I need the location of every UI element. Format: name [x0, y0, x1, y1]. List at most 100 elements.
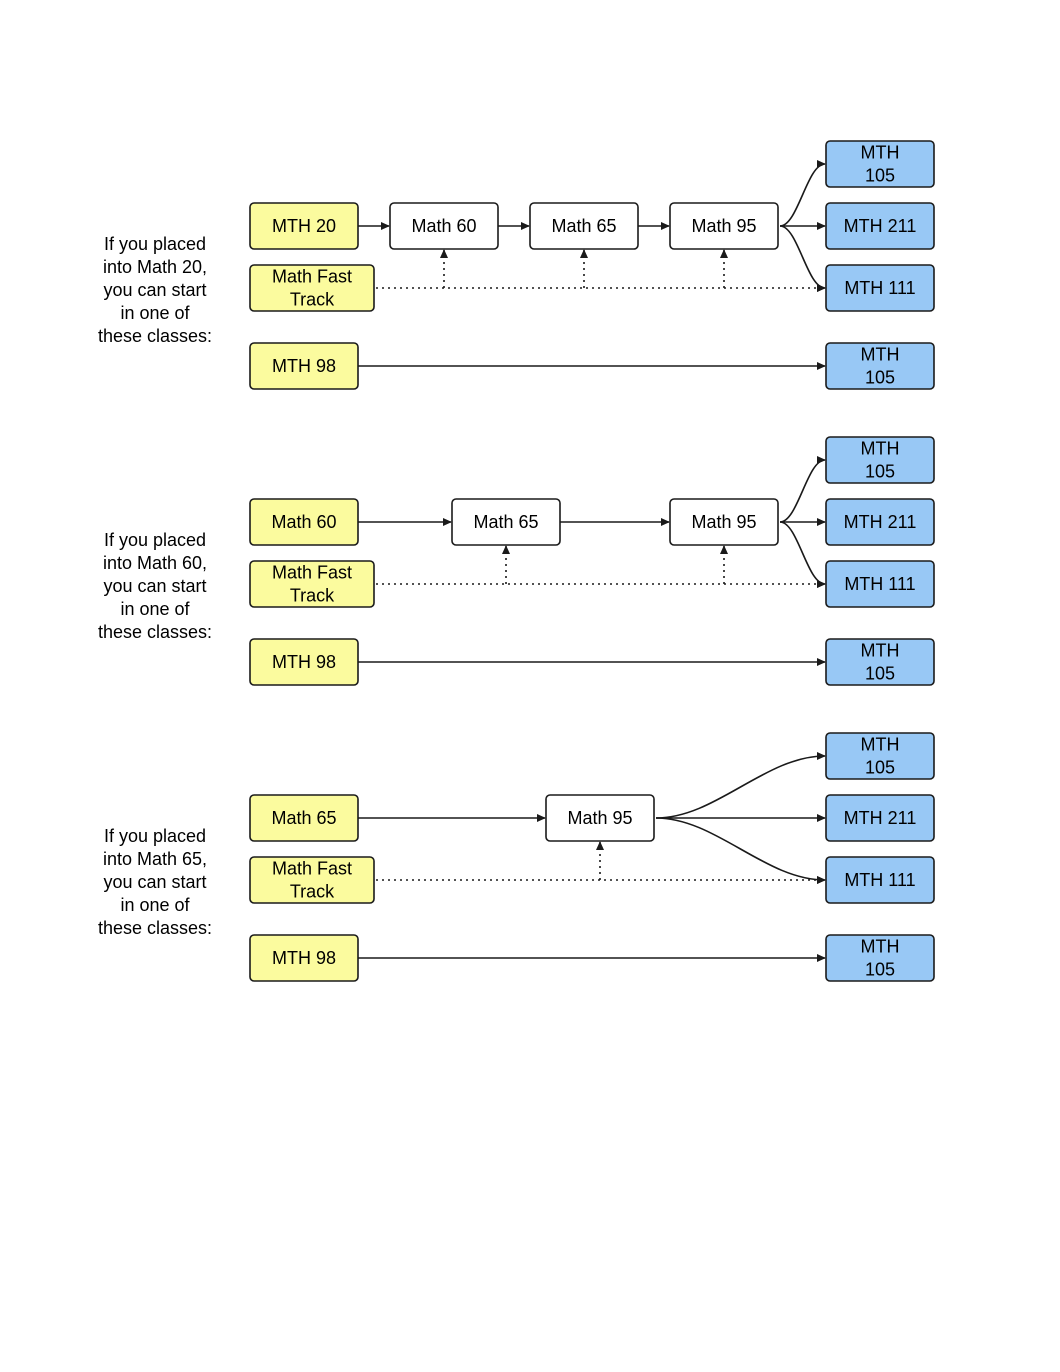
section-2-start-2-label-2: Track: [290, 586, 335, 606]
section-2-start-1-rect: [249, 498, 359, 546]
section-2-start-3: MTH 98: [249, 638, 359, 686]
section-2-intro-line-4: in one of: [120, 599, 190, 619]
section-2-intro-line-5: these classes:: [97, 622, 213, 642]
section-1-target-1: MTH 105: [825, 140, 935, 188]
section-2-target-4-label-1: MTH: [861, 641, 900, 661]
section-2-intro-line-3: you can start: [103, 576, 207, 596]
section-2-target-2-rect: [825, 498, 935, 546]
section-2-course-2-label-1: Math 95: [691, 512, 756, 532]
section-3-start-2-label-1: Math Fast: [272, 859, 352, 879]
section-2-target-2-label-1: MTH 211: [844, 512, 917, 532]
section-3-start-2-label-2: Track: [290, 882, 335, 902]
section-2-start-2-label-1: Math Fast: [272, 563, 352, 583]
section-1-start-1-label-1: MTH 20: [272, 216, 336, 236]
section-1-target-1-label-2: 105: [865, 166, 895, 186]
section-1-target-3-rect: [825, 264, 935, 312]
section-1-target-1-label-1: MTH: [861, 143, 900, 163]
section-2-intro: If you placed into Math 60, you can start i…: [80, 529, 230, 644]
section-1-target-4-rect: [825, 342, 935, 390]
section-3-intro-line-2: into Math 65,: [102, 849, 208, 869]
section-1-course-3-rect: [669, 202, 779, 250]
section-1-course-3-label-1: Math 95: [691, 216, 756, 236]
section-3-start-2-rect: [249, 856, 375, 904]
section-3-target-4-label-1: MTH: [861, 937, 900, 957]
section-1-start-1: MTH 20: [249, 202, 359, 250]
section-2-target-3-rect: [825, 560, 935, 608]
section-1-target-2: MTH 211: [825, 202, 935, 250]
section-3-start-1-label-1: Math 65: [271, 808, 336, 828]
section-3-course-1-rect: [545, 794, 655, 842]
section-3-start-3: MTH 98: [249, 934, 359, 982]
section-1-start-3-label-1: MTH 98: [272, 356, 336, 376]
section-3-course-1: Math 95: [545, 794, 655, 842]
section-2-start-1: Math 60: [249, 498, 359, 546]
section-1-start-3-rect: [249, 342, 359, 390]
section-2-target-1-rect: [825, 436, 935, 484]
section-3-target-4-rect: [825, 934, 935, 982]
section-2-course-2: Math 95: [669, 498, 779, 546]
section-1-start-2-label-2: Track: [290, 290, 335, 310]
section-3-intro-line-3: you can start: [103, 872, 207, 892]
section-3-intro-line-5: these classes:: [97, 918, 213, 938]
section-1-branch-to-target-3: [779, 225, 826, 293]
section-1-target-1-rect: [825, 140, 935, 188]
section-3-target-1-label-1: MTH: [861, 735, 900, 755]
section-3-start-1: Math 65: [249, 794, 359, 842]
section-3-course-1-label-1: Math 95: [567, 808, 632, 828]
section-3-start-3-label-1: MTH 98: [272, 948, 336, 968]
section-3-target-2-label-1: MTH 211: [844, 808, 917, 828]
section-2-target-3: MTH 111: [825, 560, 935, 608]
section-3-start-1-rect: [249, 794, 359, 842]
section-1-intro-line-4: in one of: [120, 303, 190, 323]
section-3-target-1-label-2: 105: [865, 758, 895, 778]
section-2-course-1-rect: [451, 498, 561, 546]
section-3-branch-to-target-1: [655, 751, 826, 819]
section-3-target-4-label-2: 105: [865, 960, 895, 980]
section-1-course-2-label-1: Math 65: [551, 216, 616, 236]
section-1-branch-to-target-1: [779, 159, 826, 227]
section-1-target-3: MTH 111: [825, 264, 935, 312]
section-1-target-4-label-2: 105: [865, 368, 895, 388]
section-1-target-2-label-1: MTH 211: [844, 216, 917, 236]
section-3-target-1: MTH 105: [825, 732, 935, 780]
section-2-target-1-label-2: 105: [865, 462, 895, 482]
section-1-intro-line-2: into Math 20,: [102, 257, 208, 277]
section-1-target-2-rect: [825, 202, 935, 250]
section-3-start-3-rect: [249, 934, 359, 982]
section-1-course-1-label-1: Math 60: [411, 216, 476, 236]
section-2-start-1-label-1: Math 60: [271, 512, 336, 532]
section-1-start-2-label-1: Math Fast: [272, 267, 352, 287]
section-2-target-2: MTH 211: [825, 498, 935, 546]
section-3-intro-line-4: in one of: [120, 895, 190, 915]
section-3-branch-to-target-3: [655, 817, 826, 885]
section-1-intro-line-1: If you placed: [103, 234, 207, 254]
section-2-start-3-rect: [249, 638, 359, 686]
section-1-course-3: Math 95: [669, 202, 779, 250]
section-3-target-2: MTH 211: [825, 794, 935, 842]
section-2-target-4-rect: [825, 638, 935, 686]
section-2-target-1-label-1: MTH: [861, 439, 900, 459]
section-3-target-4: MTH 105: [825, 934, 935, 982]
section-3-target-2-rect: [825, 794, 935, 842]
section-1-course-2: Math 65: [529, 202, 639, 250]
section-2-course-1: Math 65: [451, 498, 561, 546]
section-2-branch-to-target-3: [779, 521, 826, 589]
section-2-intro-line-1: If you placed: [103, 530, 207, 550]
section-2-intro-line-2: into Math 60,: [102, 553, 208, 573]
section-1-target-4: MTH 105: [825, 342, 935, 390]
section-1-start-1-rect: [249, 202, 359, 250]
section-3-target-3-label-1: MTH 111: [844, 870, 915, 890]
section-1-target-4-label-1: MTH: [861, 345, 900, 365]
section-1-target-3-label-1: MTH 111: [844, 278, 915, 298]
section-1-start-2-rect: [249, 264, 375, 312]
section-2-start-2-rect: [249, 560, 375, 608]
section-2-course-2-rect: [669, 498, 779, 546]
section-3-intro-line-1: If you placed: [103, 826, 207, 846]
section-1-course-1: Math 60: [389, 202, 499, 250]
section-3-target-3: MTH 111: [825, 856, 935, 904]
